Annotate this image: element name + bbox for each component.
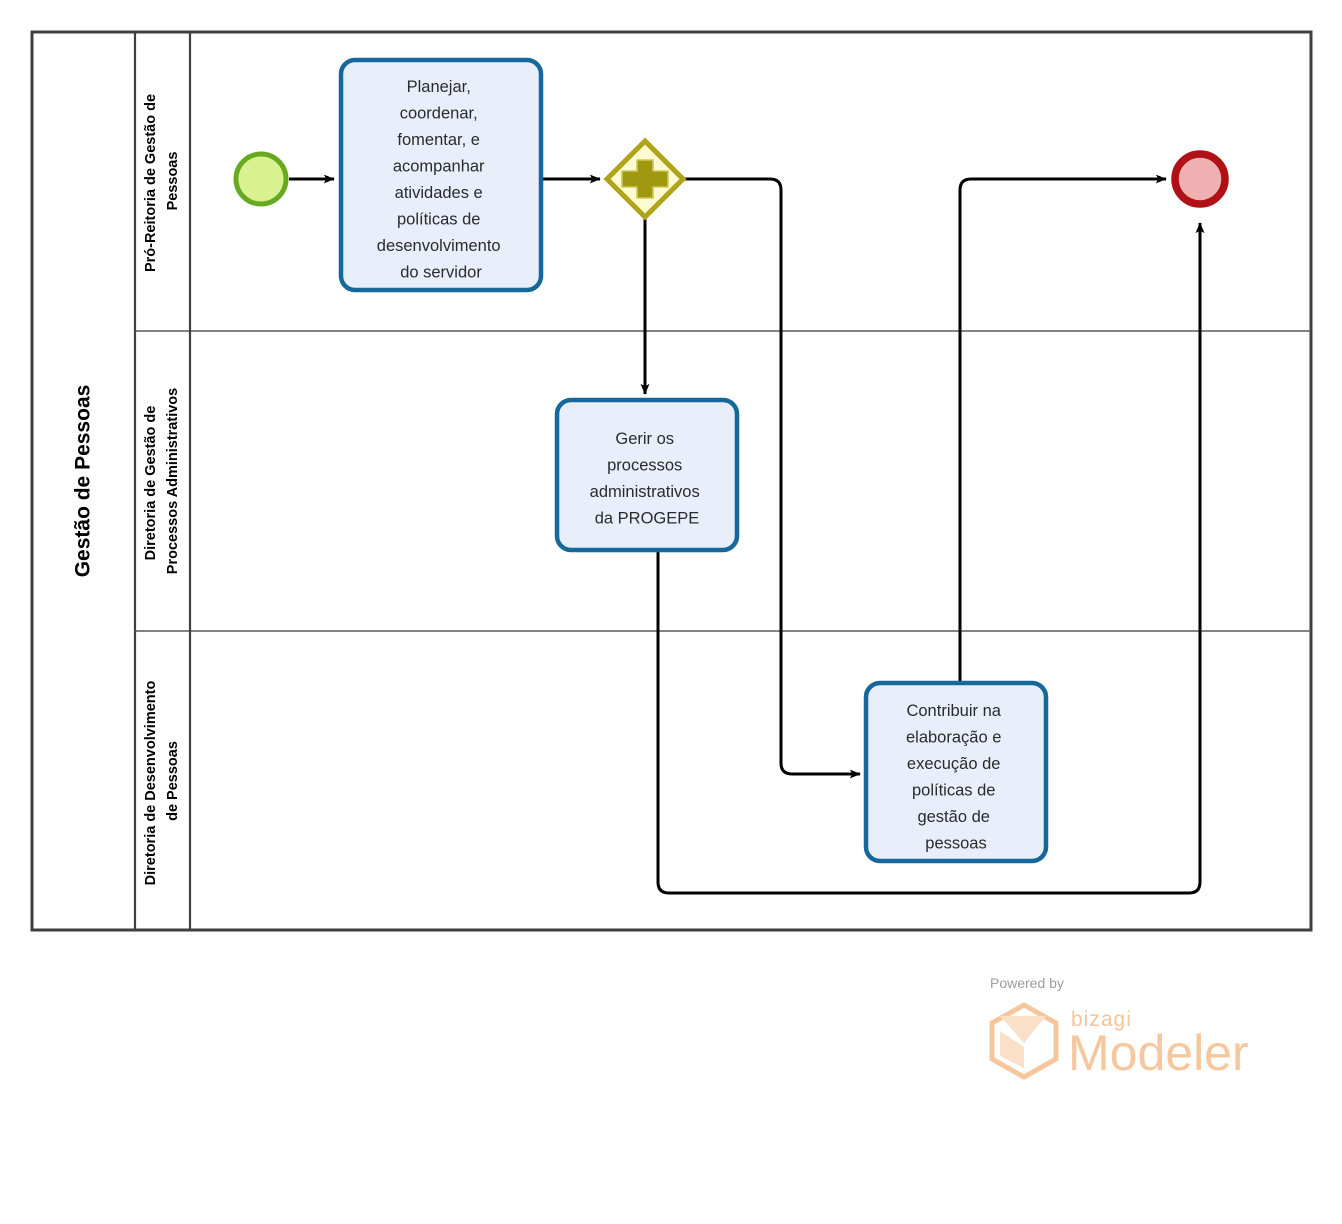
bizagi-watermark: Powered by bizagi Modeler (989, 975, 1249, 1081)
gateway-plus-icon (621, 159, 669, 199)
lane-label-line: Diretoria de Desenvolvimento (143, 681, 159, 886)
lane-label-line: Diretoria de Gestão de (143, 406, 159, 561)
lane-label-line: Processos Administrativos (165, 388, 181, 574)
parallel-gateway[interactable] (603, 137, 687, 221)
task-line: da PROGEPE (595, 510, 700, 528)
lane-desenvolvimento-pessoas[interactable]: Diretoria de Desenvolvimento de Pessoas (143, 631, 192, 930)
task-line: pessoas (925, 835, 986, 853)
watermark-product-label: Modeler (1068, 1025, 1249, 1081)
pool-gestao-de-pessoas[interactable]: Gestão de Pessoas (30, 30, 1313, 932)
task-line: execução de (907, 755, 1001, 773)
task-line: fomentar, e (397, 131, 480, 149)
task-line: gestão de (917, 808, 989, 826)
watermark-brand-label: bizagi (1071, 1008, 1132, 1031)
task-contribuir[interactable]: Contribuir na elaboração e execução de p… (863, 680, 1049, 864)
lane-label-desenvolvimento-pessoas: Diretoria de Desenvolvimento de Pessoas (143, 677, 181, 886)
task-line: acompanhar (393, 158, 485, 176)
flow-gateway-to-contribuir[interactable] (682, 177, 861, 779)
task-line: atividades e (395, 184, 483, 202)
task-contribuir-label: Contribuir na elaboração e execução de p… (906, 702, 1006, 853)
lane-label-processos-administrativos: Diretoria de Gestão de Processos Adminis… (143, 388, 181, 574)
task-gerir-label: Gerir os processos administrativos da PR… (590, 430, 705, 528)
bizagi-hexagon-logo (989, 1002, 1059, 1080)
task-line: políticas de (397, 211, 480, 229)
flow-gerir-to-end[interactable] (656, 222, 1205, 895)
task-line: administrativos (590, 483, 700, 501)
task-line: desenvolvimento (377, 237, 501, 255)
lane-processos-administrativos[interactable]: Diretoria de Gestão de Processos Adminis… (135, 331, 1311, 632)
pool-label: Gestão de Pessoas (72, 385, 95, 578)
task-line: coordenar, (400, 105, 478, 123)
task-line: do servidor (400, 264, 482, 282)
lane-label-line: Pessoas (165, 152, 181, 211)
task-line: Contribuir na (906, 702, 1001, 720)
flow-contribuir-to-end[interactable] (958, 174, 1167, 683)
lane-label-line: Pró-Reitoria de Gestão de (143, 94, 159, 272)
task-planejar[interactable]: Planejar, coordenar, fomentar, e acompan… (338, 57, 544, 293)
task-gerir[interactable]: Gerir os processos administrativos da PR… (554, 397, 740, 553)
task-line: processos (607, 457, 682, 475)
task-planejar-label: Planejar, coordenar, fomentar, e acompan… (377, 78, 505, 282)
watermark-powered-by-label: Powered by (990, 975, 1064, 991)
lane-pro-reitoria[interactable]: Pró-Reitoria de Gestão de Pessoas (135, 32, 1311, 332)
task-line: Planejar, (407, 78, 471, 96)
lane-label-line: de Pessoas (165, 741, 181, 821)
task-line: elaboração e (906, 729, 1001, 747)
end-event[interactable] (1171, 150, 1229, 208)
task-line: Gerir os (615, 430, 674, 448)
lane-label-pro-reitoria: Pró-Reitoria de Gestão de Pessoas (143, 90, 181, 272)
task-line: políticas de (912, 782, 995, 800)
start-event[interactable] (233, 151, 289, 207)
